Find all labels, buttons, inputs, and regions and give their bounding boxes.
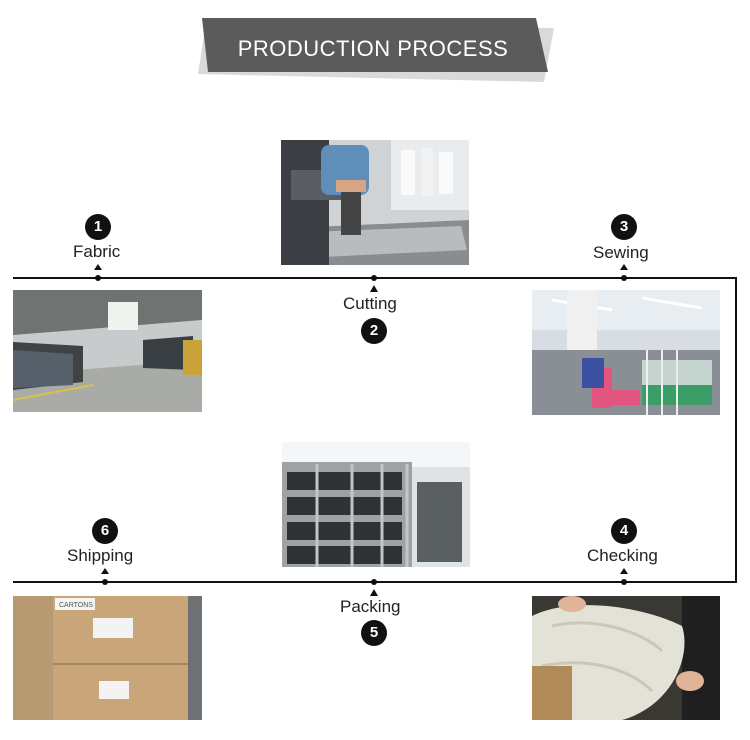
step-3-badge: 3 [611, 214, 637, 240]
step-3-label: Sewing [593, 243, 649, 262]
step-4-node [621, 579, 627, 585]
step-6-label: Shipping [67, 546, 134, 565]
step-4-label: Checking [587, 546, 658, 565]
step-5-label: Packing [340, 597, 401, 616]
step-4-badge: 4 [611, 518, 637, 544]
title-banner: PRODUCTION PROCESS [198, 16, 554, 82]
arrow-up-icon [370, 589, 378, 596]
sewing-photo [532, 290, 720, 415]
step-5-badge: 5 [361, 620, 387, 646]
step-1-label: Fabric [73, 242, 121, 261]
shipping-photo: CARTONS [13, 596, 202, 720]
step-5-node [371, 579, 377, 585]
cutting-photo [281, 140, 469, 265]
step-3-node [621, 275, 627, 281]
banner-shape [198, 18, 554, 82]
arrow-up-icon [370, 285, 378, 292]
arrow-up-icon [620, 568, 628, 574]
step-2-node [371, 275, 377, 281]
step-2-badge: 2 [361, 318, 387, 344]
page-title: PRODUCTION PROCESS [237, 36, 509, 61]
step-1-badge: 1 [85, 214, 111, 240]
step-6-badge: 6 [92, 518, 118, 544]
step-2-label: Cutting [343, 294, 397, 313]
step-1-node [95, 275, 101, 281]
packing-photo [282, 442, 470, 567]
arrow-up-icon [94, 264, 102, 270]
step-6-node [102, 579, 108, 585]
checking-photo [532, 596, 720, 720]
carton-label: CARTONS [59, 602, 93, 609]
fabric-warehouse-photo [13, 290, 202, 412]
arrow-up-icon [101, 568, 109, 574]
arrow-up-icon [620, 264, 628, 270]
